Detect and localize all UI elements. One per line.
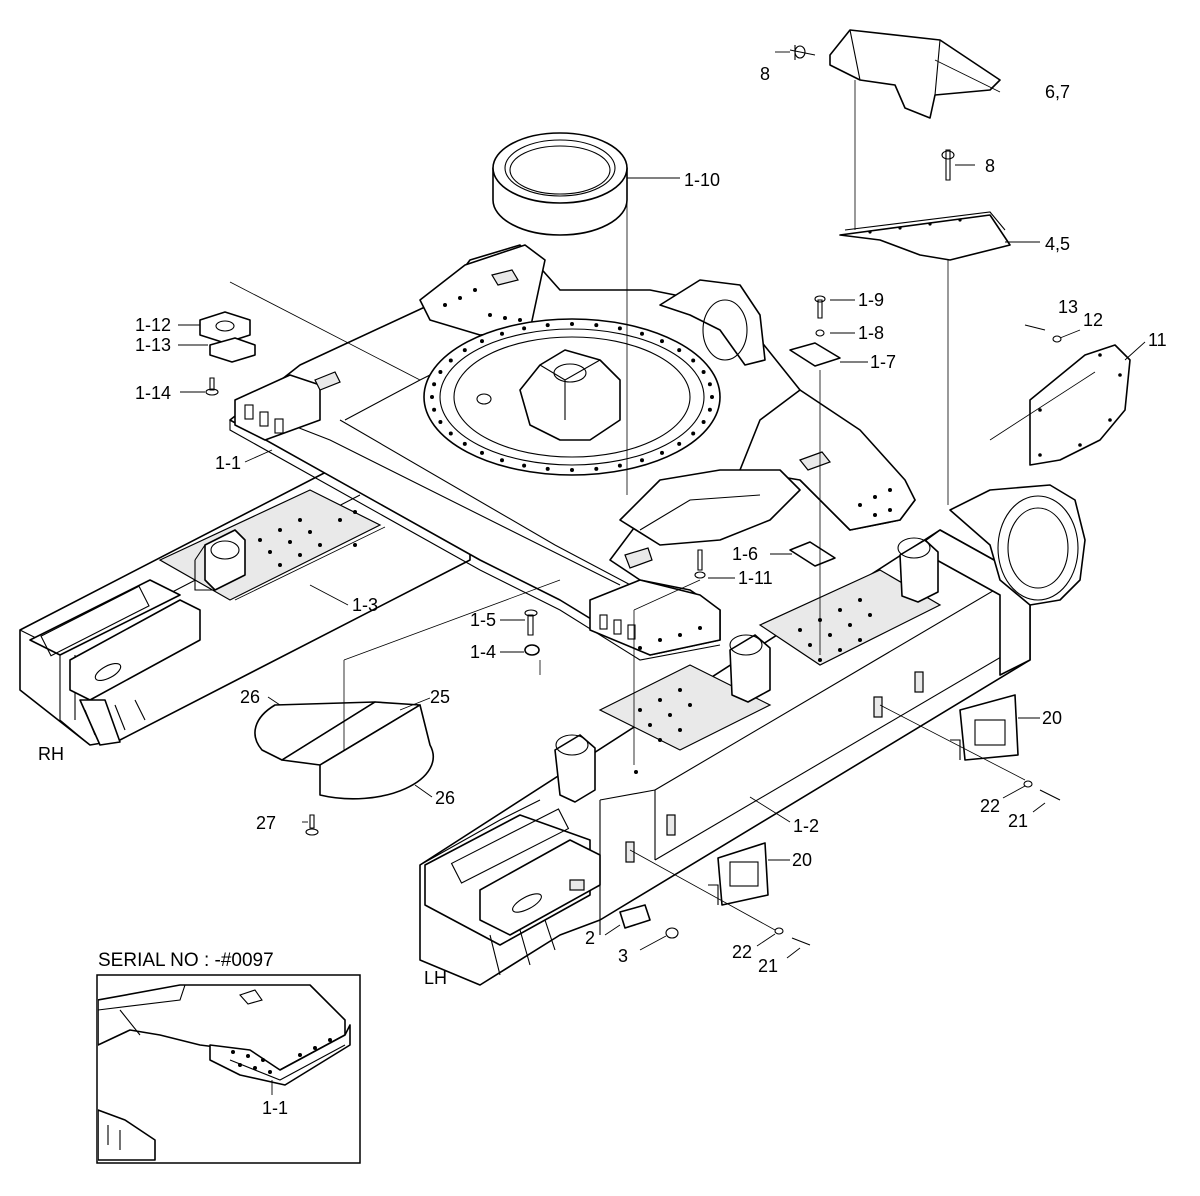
- swing-bolt-hole: [677, 441, 682, 446]
- callout-25: 25: [430, 687, 450, 707]
- callout-1-4: 1-4: [470, 642, 496, 662]
- swing-bolt-hole: [448, 358, 453, 363]
- callout-1-11: 1-11: [738, 568, 773, 588]
- upper-cover: [829, 29, 1001, 119]
- callout-8-top: 8: [760, 64, 770, 84]
- callout-1-3: 1-3: [352, 595, 378, 615]
- callout-1-10: 1-10: [684, 170, 720, 190]
- side-label-rh: RH: [38, 744, 64, 764]
- callout-6-7: 6,7: [1045, 82, 1070, 102]
- callout-1-5: 1-5: [470, 610, 496, 630]
- callout-20-right: 20: [1042, 708, 1062, 728]
- swing-bolt-hole: [438, 370, 443, 374]
- swing-bolt-hole: [522, 326, 527, 331]
- swing-bolt-hole: [710, 395, 714, 399]
- swing-bolt-hole: [500, 331, 504, 336]
- swing-bolt-hole: [617, 326, 622, 331]
- callout-1-9: 1-9: [858, 290, 884, 310]
- swing-bolt-hole: [691, 358, 696, 363]
- callout-11: 11: [1148, 330, 1167, 350]
- swing-bolt-hole: [438, 420, 443, 424]
- inset-title: SERIAL NO : -#0097: [98, 950, 274, 971]
- callout-3: 3: [618, 946, 628, 966]
- swing-bolt-hole: [707, 382, 712, 387]
- callout-21-right: 21: [1008, 811, 1028, 831]
- swing-bolt-hole: [545, 466, 550, 471]
- swing-bolt-hole: [462, 441, 467, 446]
- swing-bolt-hole: [432, 382, 437, 387]
- callout-1-6: 1-6: [732, 544, 758, 564]
- callout-26-top: 26: [240, 687, 260, 707]
- swing-bolt-hole: [660, 339, 664, 344]
- swing-bolt-hole: [594, 323, 599, 328]
- swing-bolt-hole: [701, 420, 706, 424]
- swing-bolt-hole: [432, 407, 437, 412]
- swing-ring: [492, 132, 628, 236]
- side-cover: [1029, 344, 1131, 466]
- swing-bolt-hole: [448, 431, 453, 436]
- swing-bolt-hole: [617, 463, 622, 468]
- lower-cover: [839, 211, 1011, 261]
- callout-1-12: 1-12: [135, 315, 171, 335]
- swing-bolt-hole: [640, 458, 644, 463]
- callout-labels: 6,7 8 8 4,5 1-10 1-9 1-8 1-7 13 12 11 1-…: [38, 64, 1167, 988]
- swing-bolt-hole: [707, 407, 712, 412]
- lh-track-frame: [419, 484, 1086, 986]
- small-parts: [199, 45, 1062, 946]
- callout-13: 13: [1058, 297, 1078, 317]
- swing-bolt-hole: [570, 468, 574, 472]
- callout-26-bot: 26: [435, 788, 455, 808]
- callout-1-1: 1-1: [215, 453, 241, 473]
- swing-bolt-hole: [677, 348, 682, 353]
- swing-bolt-hole: [570, 322, 574, 326]
- swing-bolt-hole: [701, 370, 706, 374]
- leader-lines: [178, 51, 1146, 959]
- callout-27: 27: [256, 813, 276, 833]
- callout-2: 2: [585, 928, 595, 948]
- callout-4-5: 4,5: [1045, 234, 1070, 254]
- swing-bolt-hole: [430, 395, 434, 399]
- rh-drum: [659, 279, 766, 366]
- swing-bolt-hole: [545, 323, 550, 328]
- swing-bolt-hole: [660, 450, 664, 455]
- callout-1-7: 1-7: [870, 352, 896, 372]
- callout-8-mid: 8: [985, 156, 995, 176]
- swing-bolt-hole: [594, 466, 599, 471]
- callout-22-low: 22: [732, 942, 752, 962]
- swing-bolt-hole: [462, 348, 467, 353]
- inset-callout-1-1: 1-1: [262, 1098, 288, 1118]
- callout-21-low: 21: [758, 956, 778, 976]
- swing-bolt-hole: [691, 431, 696, 436]
- callout-1-13: 1-13: [135, 335, 171, 355]
- swing-bolt-hole: [640, 331, 644, 336]
- callout-1-14: 1-14: [135, 383, 171, 403]
- swing-bolt-hole: [480, 339, 484, 344]
- side-label-lh: LH: [424, 968, 447, 988]
- callout-1-2: 1-2: [793, 816, 819, 836]
- callout-22-right: 22: [980, 796, 1000, 816]
- rh-track-frame: [19, 469, 471, 746]
- swing-bolt-hole: [522, 463, 527, 468]
- serial-inset: SERIAL NO : -#0097 1-1: [96, 950, 361, 1164]
- swing-bolt-hole: [480, 450, 484, 455]
- callout-12: 12: [1083, 310, 1103, 330]
- callout-20-low: 20: [792, 850, 812, 870]
- callout-1-8: 1-8: [858, 323, 884, 343]
- swing-bolt-hole: [500, 458, 504, 463]
